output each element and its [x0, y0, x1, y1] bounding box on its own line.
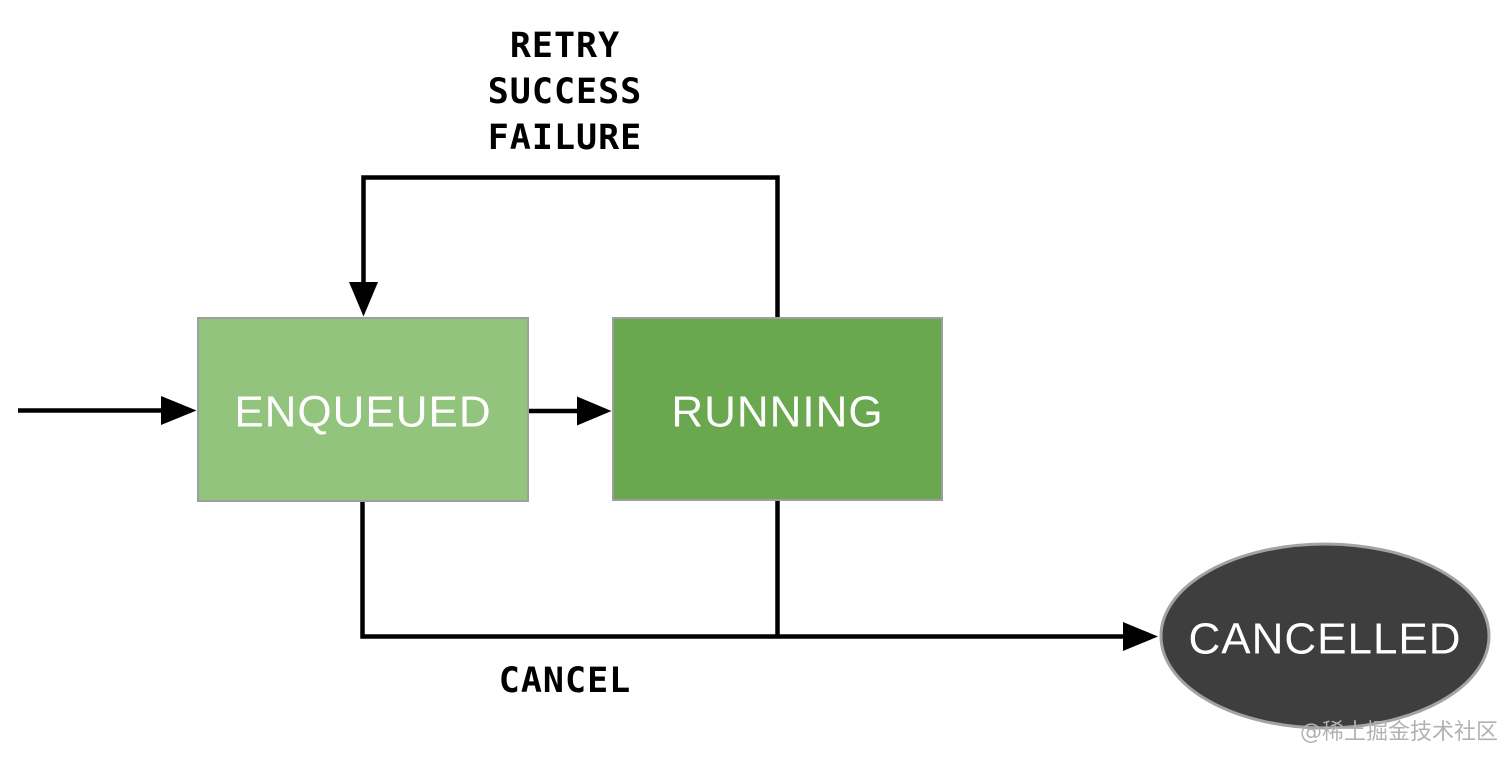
arrowhead-enqueued-to-running-icon [577, 396, 612, 426]
edge-label-retry: RETRY [510, 26, 620, 66]
node-cancelled-label: CANCELLED [1188, 615, 1461, 664]
node-enqueued [197, 317, 529, 502]
edge-running-to-enqueued-line [361, 175, 780, 320]
edge-label-failure: FAILURE [488, 118, 643, 158]
arrowhead-start-icon [161, 396, 197, 425]
arrowhead-cancel-icon [1123, 622, 1158, 651]
edge-label-success: SUCCESS [488, 72, 643, 112]
node-running-label: RUNNING [671, 388, 883, 437]
edge-cancel-line [360, 501, 1124, 639]
node-enqueued-label: ENQUEUED [234, 388, 491, 437]
edge-label-cancel: CANCEL [499, 661, 631, 701]
node-cancelled [1159, 542, 1491, 730]
watermark-text: @稀土掘金技术社区 [1300, 720, 1498, 745]
arrowhead-running-to-enqueued-icon [349, 282, 378, 317]
node-running [612, 317, 943, 501]
